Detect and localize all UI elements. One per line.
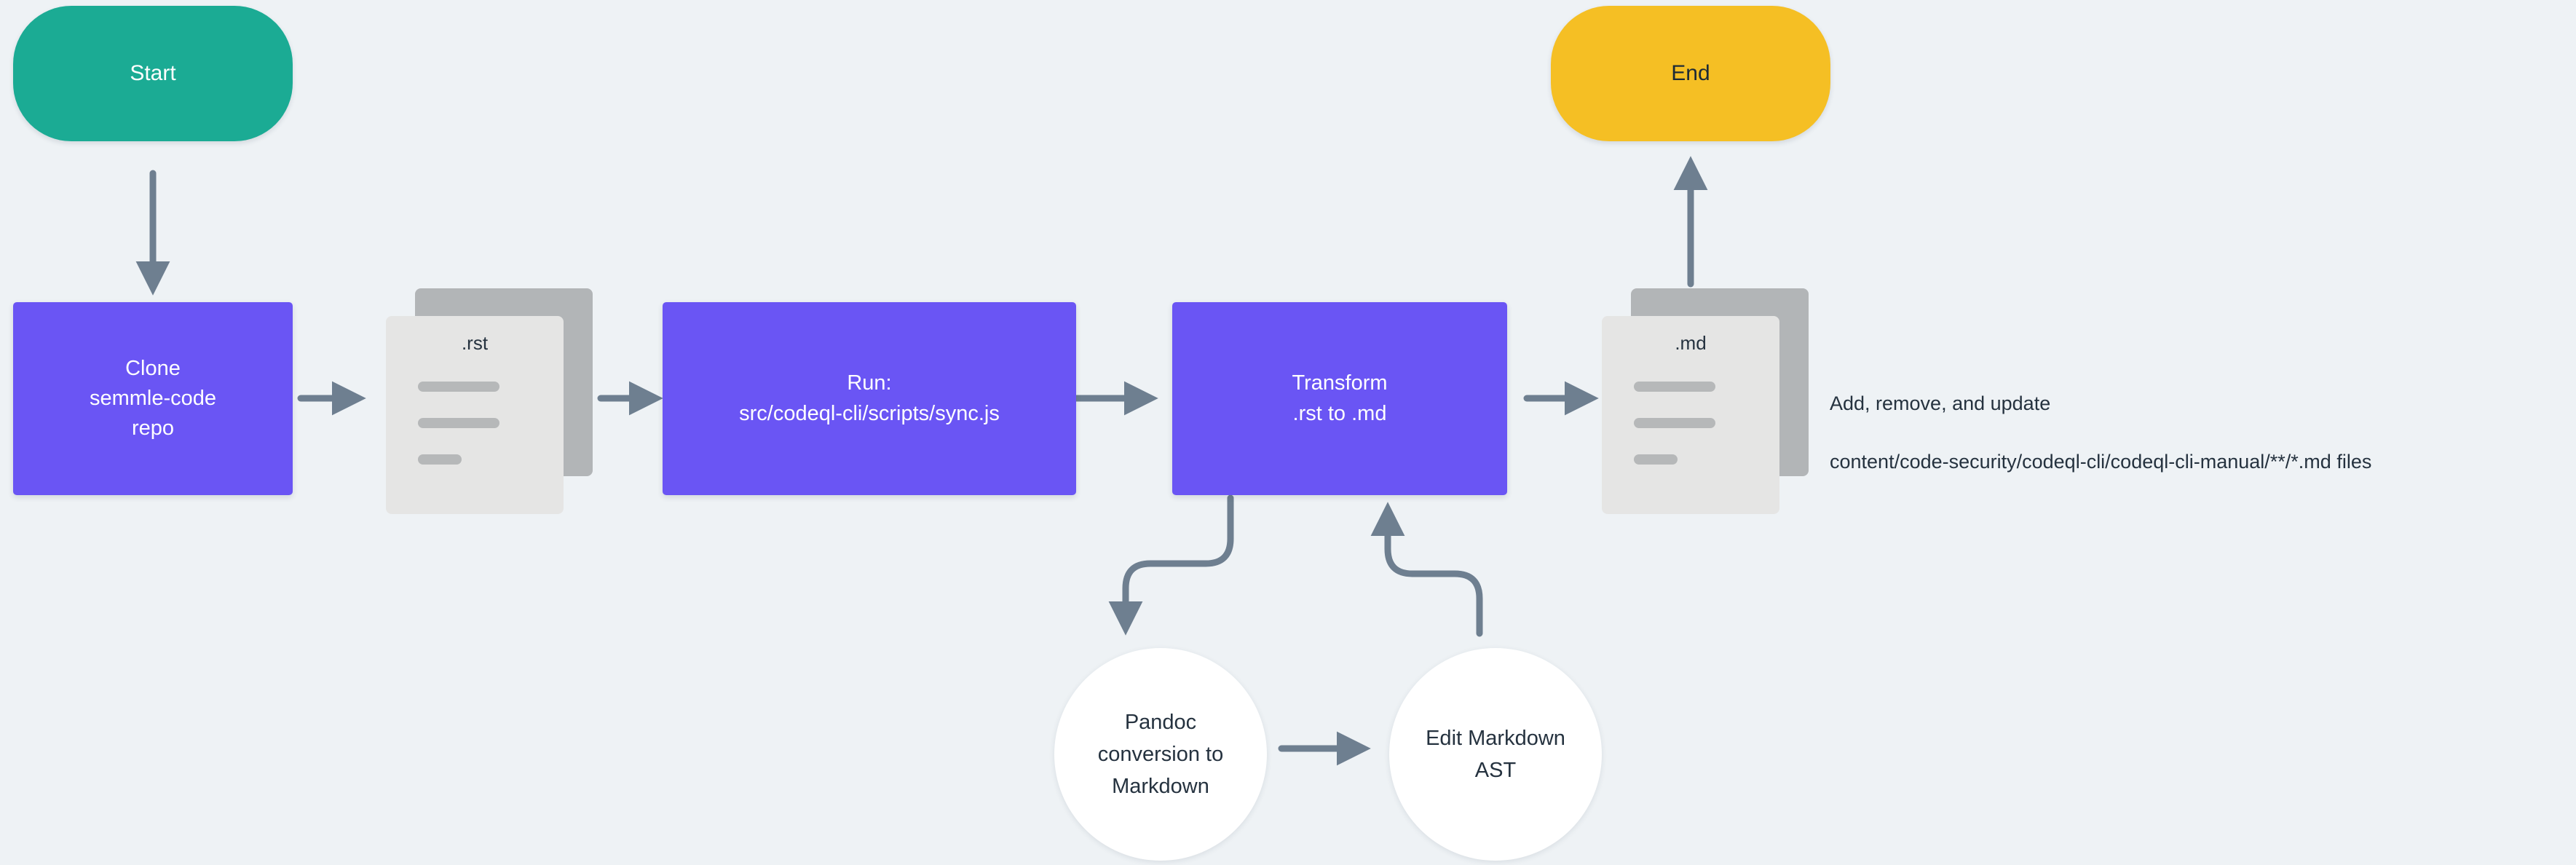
edge-transform-to-pandoc [1108, 494, 1234, 636]
node-clone-repo-line3: repo [131, 416, 175, 441]
annotation-line2: content/code-security/codeql-cli/codeql-… [1830, 450, 2372, 473]
node-pandoc-conversion-text: Pandoc conversion to Markdown [1098, 706, 1224, 802]
document-text-line [1634, 454, 1678, 465]
node-pandoc-line1: Pandoc [1124, 710, 1197, 734]
node-edit-markdown-ast-text: Edit Markdown AST [1426, 722, 1565, 786]
node-clone-repo-text: Clone semmle-code repo [90, 354, 216, 444]
document-front-card-rst [386, 316, 564, 514]
node-run-sync-script-line1: Run: [847, 371, 892, 395]
node-end[interactable]: End [1551, 6, 1830, 141]
node-start-label: Start [130, 60, 176, 85]
document-stack-md[interactable]: .md [1602, 288, 1820, 514]
annotation-line1: Add, remove, and update [1830, 392, 2051, 414]
node-clone-repo[interactable]: Clone semmle-code repo [13, 302, 293, 495]
node-run-sync-script-line2: src/codeql-cli/scripts/sync.js [739, 401, 1000, 425]
node-transform-line1: Transform [1292, 371, 1388, 395]
node-run-sync-script[interactable]: Run: src/codeql-cli/scripts/sync.js [663, 302, 1076, 495]
document-front-card-md [1602, 316, 1779, 514]
node-transform-line2: .rst to .md [1292, 401, 1387, 425]
document-text-line [418, 382, 499, 392]
node-clone-repo-line1: Clone [125, 356, 181, 380]
document-label-md: .md [1675, 332, 1707, 354]
node-end-label: End [1671, 60, 1710, 85]
annotation-md-files: Add, remove, and update content/code-sec… [1830, 360, 2565, 506]
node-run-sync-script-text: Run: src/codeql-cli/scripts/sync.js [739, 368, 1000, 428]
document-text-line [418, 454, 462, 465]
node-edit-ast-line2: AST [1474, 759, 1517, 782]
document-text-line [1634, 382, 1715, 392]
document-text-line [1634, 418, 1715, 428]
node-edit-markdown-ast[interactable]: Edit Markdown AST [1389, 648, 1602, 861]
node-start[interactable]: Start [13, 6, 293, 141]
node-pandoc-line3: Markdown [1112, 775, 1209, 799]
node-clone-repo-line2: semmle-code [89, 386, 217, 410]
document-text-line [418, 418, 499, 428]
edge-editast-to-transform [1370, 502, 1483, 637]
node-edit-ast-line1: Edit Markdown [1426, 726, 1565, 750]
node-pandoc-line2: conversion to [1097, 742, 1224, 766]
document-label-rst: .rst [461, 332, 489, 354]
node-pandoc-conversion[interactable]: Pandoc conversion to Markdown [1054, 648, 1267, 861]
node-transform-rst-to-md-text: Transform .rst to .md [1292, 368, 1387, 428]
node-transform-rst-to-md[interactable]: Transform .rst to .md [1172, 302, 1507, 495]
document-stack-rst[interactable]: .rst [386, 288, 604, 514]
